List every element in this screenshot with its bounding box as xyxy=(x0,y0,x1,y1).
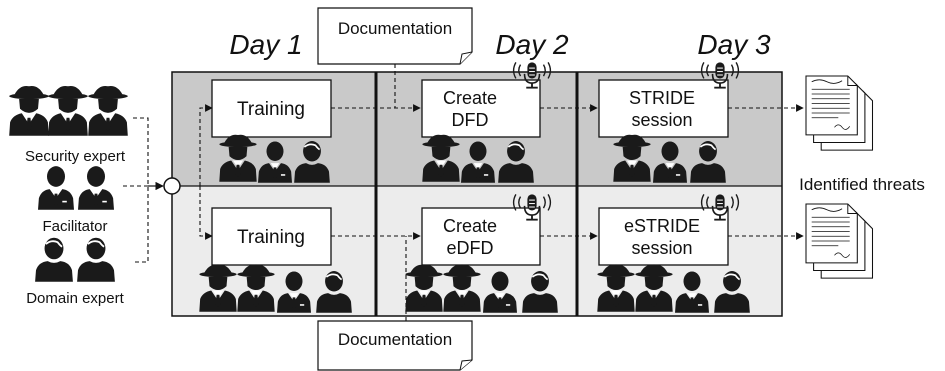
split-node xyxy=(163,177,181,195)
top-session-label-line1: STRIDE xyxy=(629,88,695,108)
security-expert-label: Security expert xyxy=(25,148,126,165)
facilitator-label: Facilitator xyxy=(42,218,107,235)
top-session-label-line2: session xyxy=(631,110,692,130)
day-1-heading: Day 1 xyxy=(229,29,302,60)
person-icon xyxy=(34,236,74,283)
participants-bracket xyxy=(123,117,149,263)
bottom-documentation-label: Documentation xyxy=(338,330,452,349)
spy-icon xyxy=(9,86,49,136)
domain-expert-group: Domain expert xyxy=(26,236,125,307)
top-create-label-line1: Create xyxy=(443,88,497,108)
spy-icon xyxy=(48,86,88,136)
day-3-heading: Day 3 xyxy=(697,29,771,60)
bottom-create-label-line1: Create xyxy=(443,216,497,236)
top-documentation-note: Documentation xyxy=(317,7,473,65)
top-create-attendees xyxy=(422,134,535,184)
document-stack-icon xyxy=(805,203,874,279)
top-training-attendees xyxy=(219,134,331,184)
top-create-dfd-box: Create DFD xyxy=(421,79,541,138)
bottom-session-label-line2: session xyxy=(631,238,692,258)
bottom-create-label-line2: eDFD xyxy=(446,238,493,258)
top-training-box: Training xyxy=(211,79,332,138)
spy-icon xyxy=(88,86,128,136)
bottom-documentation-note: Documentation xyxy=(317,320,473,371)
identified-threats-label: Identified threats xyxy=(799,175,925,194)
top-stride-session-box: STRIDE session xyxy=(598,79,729,138)
person-tie-icon xyxy=(38,166,74,210)
facilitator-group: Facilitator xyxy=(38,166,114,235)
day-2-heading: Day 2 xyxy=(495,29,569,60)
bottom-training-box: Training xyxy=(211,207,332,266)
top-documentation-label: Documentation xyxy=(338,19,452,38)
top-create-label-line2: DFD xyxy=(452,110,489,130)
security-expert-group: Security expert xyxy=(9,86,128,165)
document-stack-icon xyxy=(805,75,874,151)
person-icon xyxy=(76,236,116,283)
domain-expert-label: Domain expert xyxy=(26,290,124,307)
bottom-session-label-line1: eSTRIDE xyxy=(624,216,700,236)
top-session-attendees xyxy=(613,134,727,184)
bottom-estride-session-box: eSTRIDE session xyxy=(598,207,729,266)
person-tie-icon xyxy=(78,166,114,210)
bottom-create-edfd-box: Create eDFD xyxy=(421,207,541,266)
top-training-label: Training xyxy=(237,99,305,120)
bottom-training-label: Training xyxy=(237,227,305,248)
